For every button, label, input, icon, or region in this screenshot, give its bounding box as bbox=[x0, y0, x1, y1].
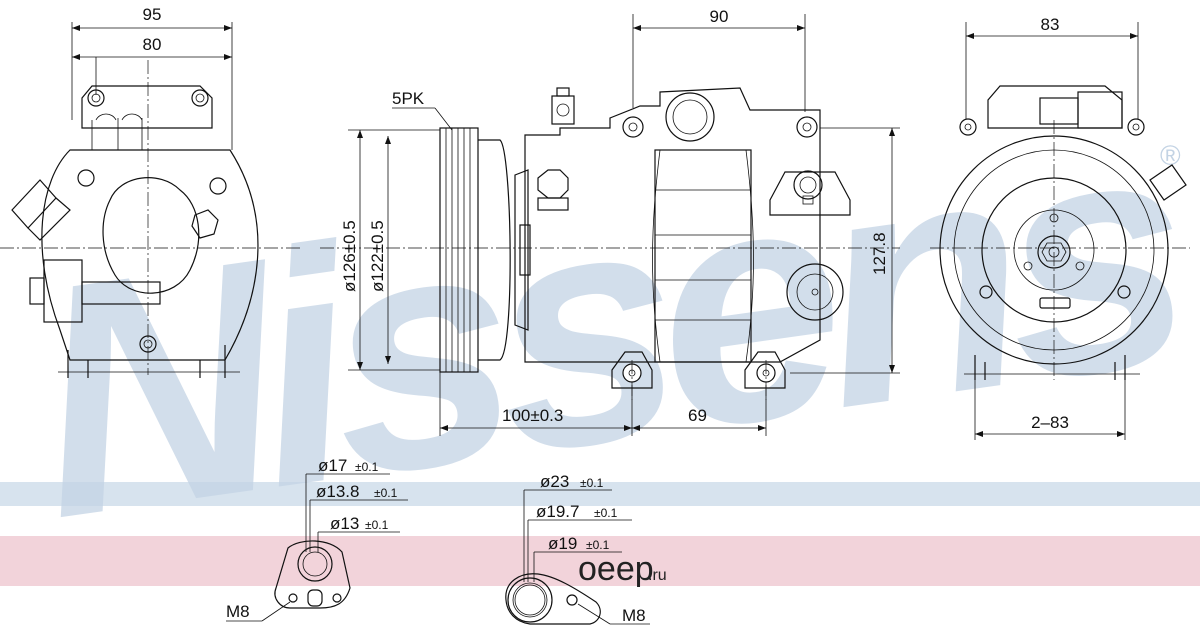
port-right-d1-tol: ±0.1 bbox=[580, 476, 604, 490]
port-right-thread: M8 bbox=[622, 606, 646, 625]
port-right-d1: ø23 bbox=[540, 472, 569, 491]
port-right-d2: ø19.7 bbox=[536, 502, 579, 521]
side-view: 90 5PK ø126±0.5 ø122±0.5 bbox=[320, 7, 900, 436]
dim-100: 100±0.3 bbox=[502, 406, 563, 425]
dim-95: 95 bbox=[143, 5, 162, 24]
dim-2-83: 2–83 bbox=[1031, 413, 1069, 432]
dim-83: 83 bbox=[1041, 15, 1060, 34]
port-left-d1: ø17 bbox=[318, 456, 347, 475]
port-left-thread: M8 bbox=[226, 602, 250, 621]
port-right-d3-tol: ±0.1 bbox=[586, 538, 610, 552]
port-left-d3: ø13 bbox=[330, 514, 359, 533]
site-mark: oeep .ru bbox=[578, 550, 667, 588]
dim-69: 69 bbox=[688, 406, 707, 425]
watermark-registered-mark: ® bbox=[1160, 140, 1181, 171]
port-left-d2-tol: ±0.1 bbox=[374, 486, 398, 500]
pink-band bbox=[0, 536, 1200, 586]
port-left-d1-tol: ±0.1 bbox=[355, 460, 379, 474]
site-mark-text: oeep bbox=[578, 550, 654, 588]
dim-dia-126: ø126±0.5 bbox=[340, 220, 359, 292]
port-left-d2: ø13.8 bbox=[316, 482, 359, 501]
blue-band bbox=[0, 482, 1200, 506]
rear-view: 83 2–83 bbox=[930, 15, 1190, 440]
port-right-d3: ø19 bbox=[548, 534, 577, 553]
port-detail-right: ø23 ±0.1 ø19.7 ±0.1 ø19 ±0.1 M8 bbox=[505, 472, 650, 625]
dim-90: 90 bbox=[710, 7, 729, 26]
port-right-d2-tol: ±0.1 bbox=[594, 506, 618, 520]
dim-127-8: 127.8 bbox=[870, 232, 889, 275]
port-left-d3-tol: ±0.1 bbox=[365, 518, 389, 532]
left-view: 95 80 bbox=[0, 5, 300, 378]
dim-80: 80 bbox=[143, 35, 162, 54]
dim-dia-122: ø122±0.5 bbox=[368, 220, 387, 292]
belt-label: 5PK bbox=[392, 89, 425, 108]
port-detail-left: ø17 ±0.1 ø13.8 ±0.1 ø13 ±0.1 M8 bbox=[226, 456, 408, 622]
site-mark-suffix: .ru bbox=[648, 567, 667, 584]
